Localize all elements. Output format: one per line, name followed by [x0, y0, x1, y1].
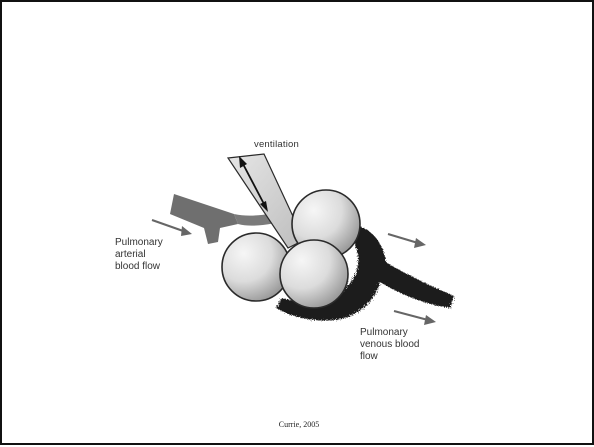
alveolus-left: [222, 233, 290, 301]
arterial-flow-arrow: [152, 220, 192, 236]
alveolus-bottom: [280, 240, 348, 308]
venous-flow-label: Pulmonary venous blood flow: [360, 327, 420, 363]
arterial-flow-label: Pulmonary arterial blood flow: [115, 237, 163, 273]
venous-flow-arrow-lower: [394, 311, 436, 325]
venous-flow-arrow-upper: [388, 234, 426, 248]
arterial-vessel: [170, 194, 238, 244]
citation: Currie, 2005: [2, 420, 594, 429]
ventilation-label: ventilation: [254, 139, 299, 151]
